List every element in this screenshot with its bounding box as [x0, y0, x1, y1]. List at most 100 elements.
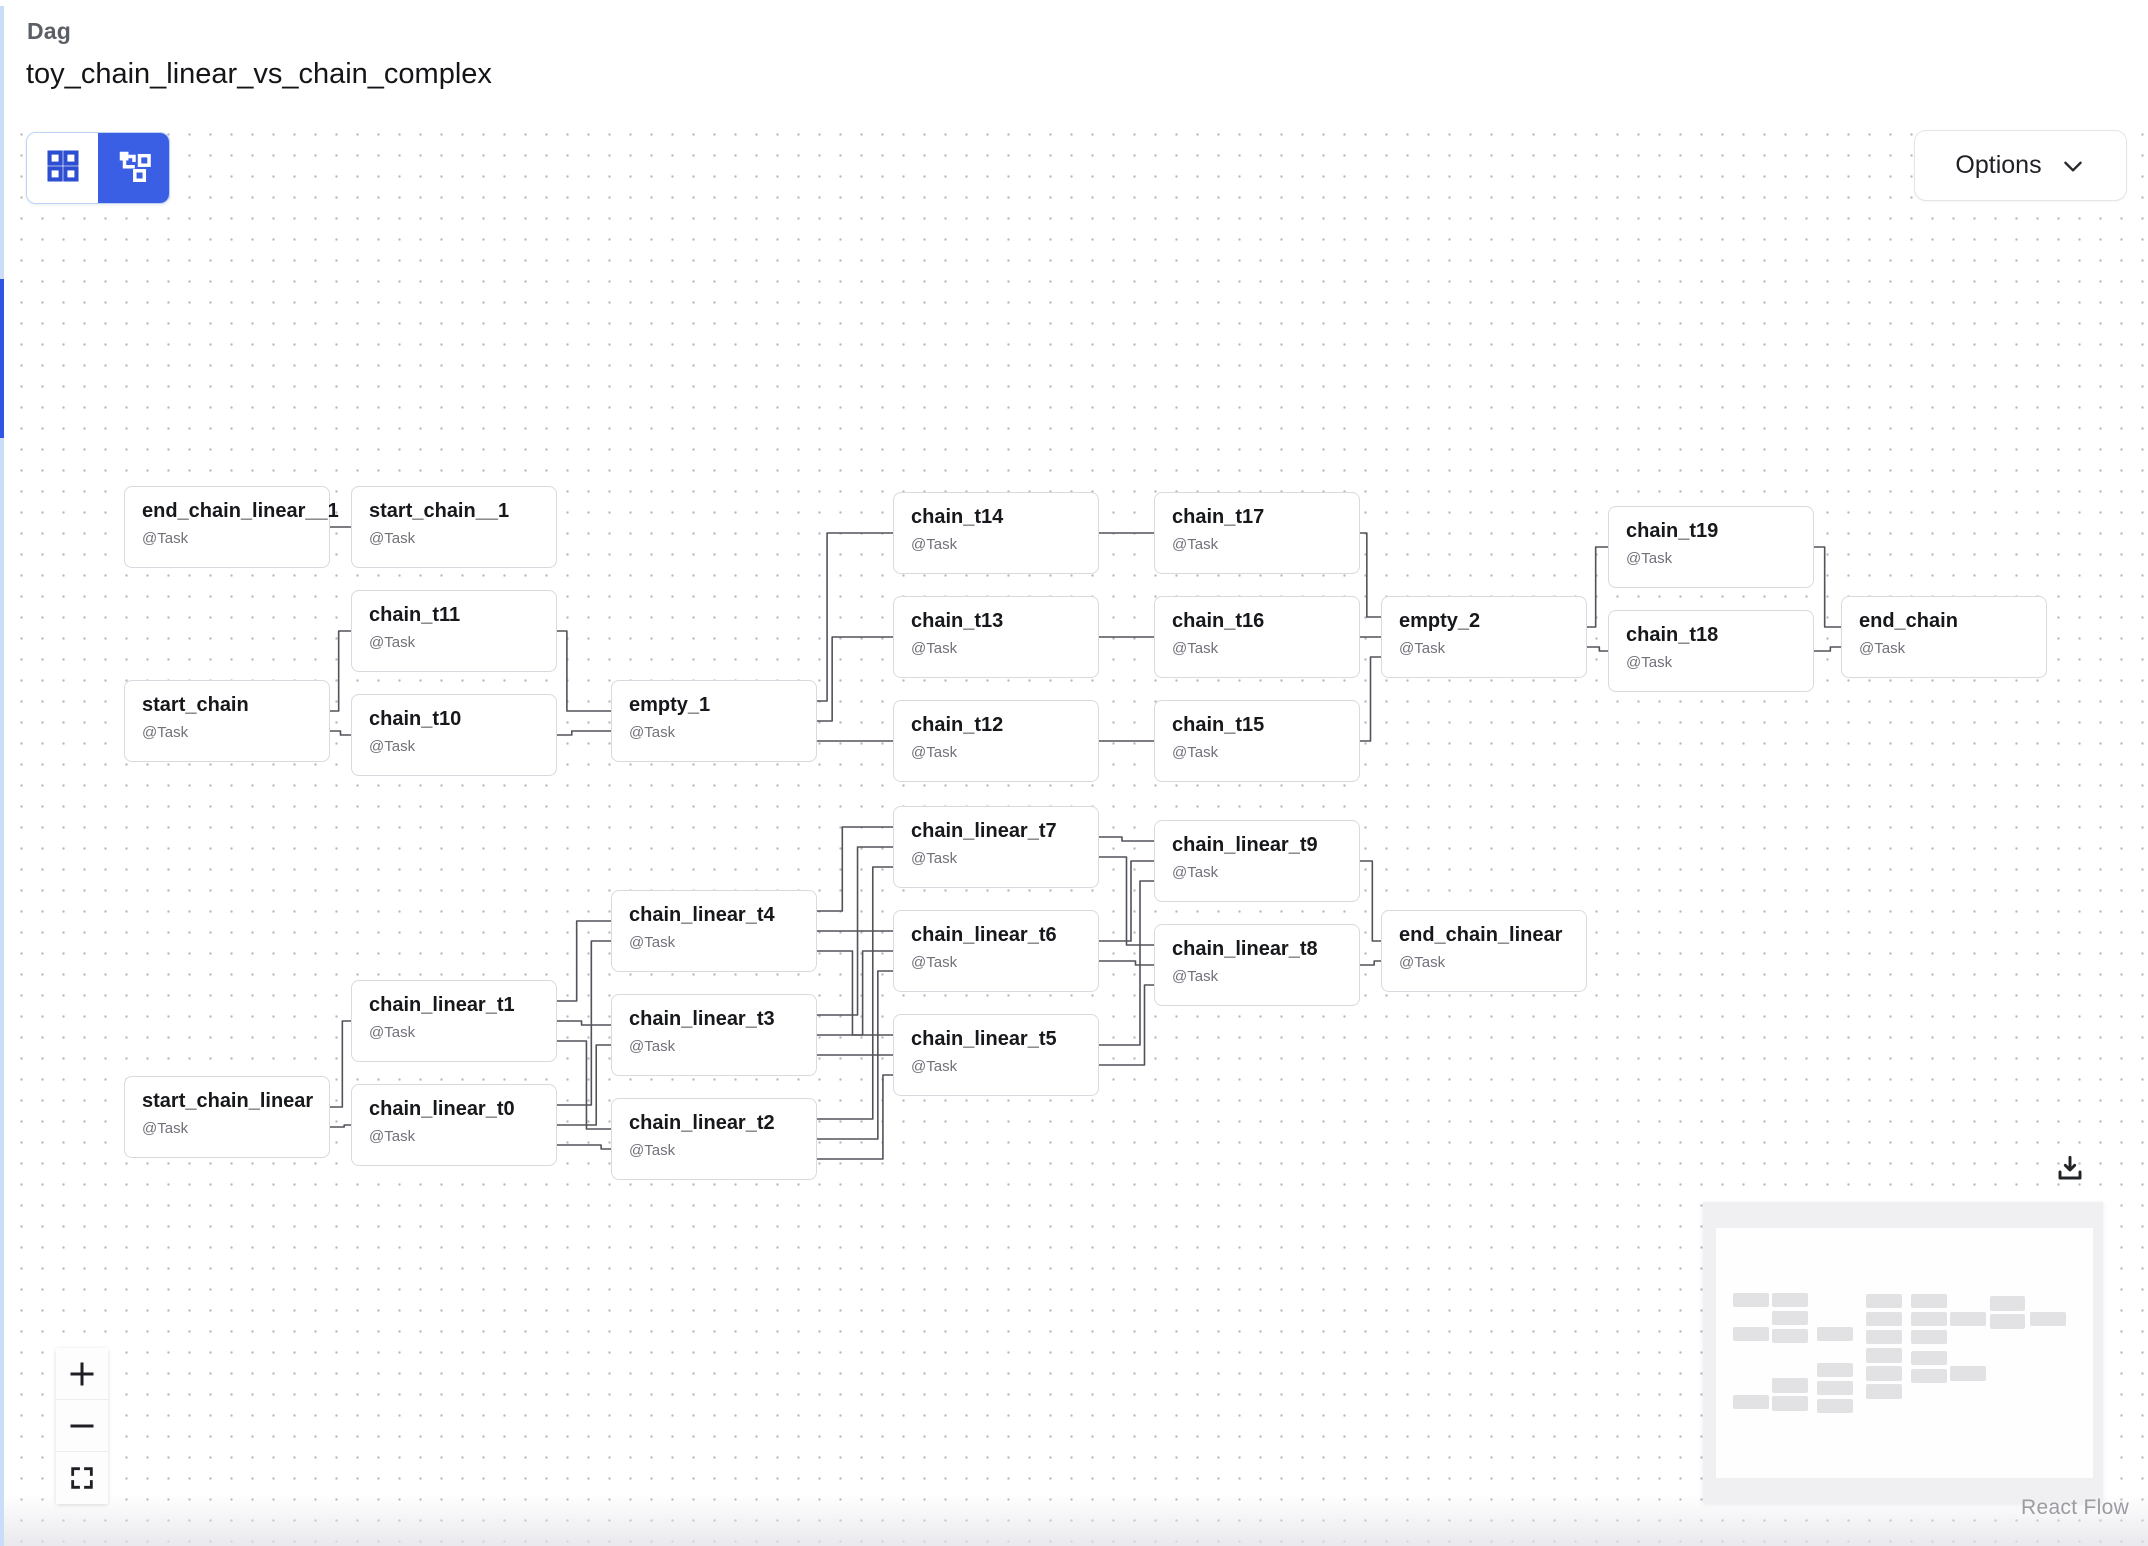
task-node-title: chain_linear_t6	[911, 924, 1057, 946]
task-node-chain_t17[interactable]: chain_t17 @Task	[1154, 492, 1360, 574]
task-node-chain_t14[interactable]: chain_t14@Task	[893, 492, 1099, 574]
task-node-chain_t16[interactable]: chain_t16@Task	[1154, 596, 1360, 678]
options-button[interactable]: Options	[1914, 130, 2127, 201]
minimap-node	[1866, 1312, 1902, 1327]
options-button-label: Options	[1955, 151, 2042, 179]
chevron-down-icon	[2063, 161, 2082, 172]
task-node-chain_linear_t5[interactable]: chain_linear_t5 @Task	[893, 1014, 1099, 1096]
task-node-subtitle: @Task	[1626, 550, 1673, 567]
fit-view-button[interactable]	[56, 1452, 108, 1504]
task-node-title: start_chain_linear	[142, 1090, 314, 1112]
minimap-node	[1733, 1293, 1769, 1308]
task-node-chain_linear_t9[interactable]: chain_linear_t9@Task	[1154, 820, 1360, 902]
minus-icon	[70, 1424, 94, 1427]
task-node-end_chain[interactable]: end_chain@Task	[1841, 596, 2047, 678]
task-node-empty_1[interactable]: empty_1@Task	[611, 680, 817, 762]
task-node-empty_2[interactable]: empty_2@Task	[1381, 596, 1587, 678]
task-node-subtitle: @Task	[629, 1038, 676, 1055]
task-node-title: chain_linear_t1	[369, 994, 515, 1016]
graph-view-button[interactable]	[98, 133, 169, 203]
task-node-chain_t12[interactable]: chain_t12@Task	[893, 700, 1099, 782]
task-node-title: chain_linear_t0	[369, 1098, 515, 1120]
minimap-node	[2030, 1312, 2066, 1327]
task-node-title: empty_1	[629, 694, 711, 716]
minimap-node	[1866, 1366, 1902, 1381]
zoom-in-button[interactable]	[56, 1348, 108, 1400]
minimap-node	[1911, 1294, 1947, 1309]
download-image-button[interactable]	[2048, 1146, 2092, 1190]
minimap[interactable]	[1703, 1202, 2103, 1503]
task-node-subtitle: @Task	[1626, 654, 1673, 671]
card-view-button[interactable]	[27, 133, 98, 203]
task-node-chain_t11[interactable]: chain_t11@Task	[351, 590, 557, 672]
minimap-node	[1866, 1330, 1902, 1345]
task-node-chain_linear_t6[interactable]: chain_linear_t6@Task	[893, 910, 1099, 992]
task-node-chain_t15[interactable]: chain_t15 @Task	[1154, 700, 1360, 782]
left-scrollbar-track[interactable]	[0, 6, 4, 1546]
task-node-subtitle: @Task	[1172, 536, 1219, 553]
task-node-title: chain_t17	[1172, 506, 1265, 528]
minimap-node	[1772, 1293, 1808, 1308]
minimap-node	[1989, 1314, 2026, 1329]
task-node-title: chain_t18	[1626, 624, 1719, 646]
task-node-chain_linear_t2[interactable]: chain_linear_t2@Task	[611, 1098, 817, 1180]
task-node-subtitle: @Task	[629, 934, 676, 951]
task-node-subtitle: @Task	[911, 640, 958, 657]
task-node-title: chain_t15	[1172, 714, 1265, 736]
task-node-chain_t18[interactable]: chain_t18 @Task	[1608, 610, 1814, 692]
task-node-subtitle: @Task	[1172, 968, 1219, 985]
dag-name-title: toy_chain_linear_vs_chain_complex	[26, 58, 492, 90]
task-node-title: chain_linear_t5	[911, 1028, 1057, 1050]
task-node-subtitle: @Task	[911, 1058, 958, 1075]
task-node-chain_linear_t3[interactable]: chain_linear_t3@Task	[611, 994, 817, 1076]
task-node-chain_linear_t4[interactable]: chain_linear_t4 @Task	[611, 890, 817, 972]
view-toggle-group	[26, 132, 170, 204]
task-node-start_chain_linear[interactable]: start_chain_linear@Task	[124, 1076, 330, 1158]
workflow-icon	[115, 147, 153, 190]
minimap-viewport	[1716, 1228, 2093, 1478]
task-node-end_chain_linear__1[interactable]: end_chain_linear__1@Task	[124, 486, 339, 568]
task-node-title: chain_linear_t7	[911, 820, 1057, 842]
task-node-title: chain_linear_t9	[1172, 834, 1318, 856]
left-scrollbar-thumb[interactable]	[0, 279, 4, 438]
grid-icon	[44, 147, 82, 190]
task-node-chain_t10[interactable]: chain_t10@Task	[351, 694, 557, 776]
task-node-chain_linear_t7[interactable]: chain_linear_t7@Task	[893, 806, 1099, 888]
task-node-start_chain__1[interactable]: start_chain__1 @Task	[351, 486, 557, 568]
minimap-node	[1817, 1326, 1853, 1341]
download-icon	[2058, 1155, 2082, 1180]
minimap-node	[1866, 1348, 1902, 1363]
task-node-chain_linear_t0[interactable]: chain_linear_t0@Task	[351, 1084, 557, 1166]
minimap-node	[1911, 1312, 1947, 1327]
minimap-node	[1950, 1366, 1987, 1381]
task-node-title: end_chain	[1859, 610, 1958, 632]
task-node-subtitle: @Task	[369, 1024, 416, 1041]
task-node-chain_linear_t1[interactable]: chain_linear_t1 @Task	[351, 980, 557, 1062]
task-node-title: chain_t19	[1626, 520, 1719, 542]
task-node-title: chain_linear_t8	[1172, 938, 1318, 960]
task-node-subtitle: @Task	[1172, 744, 1219, 761]
page-section-label: Dag	[27, 18, 72, 44]
minimap-node	[1950, 1312, 1987, 1327]
minimap-node	[1866, 1384, 1902, 1399]
task-node-subtitle: @Task	[369, 738, 416, 755]
minimap-node	[1911, 1330, 1947, 1345]
task-node-title: chain_linear_t4	[629, 904, 775, 926]
task-node-chain_linear_t8[interactable]: chain_linear_t8 @Task	[1154, 924, 1360, 1006]
task-node-title: start_chain__1	[369, 500, 510, 522]
minimap-node	[1817, 1380, 1853, 1396]
task-node-title: chain_t13	[911, 610, 1004, 632]
task-node-subtitle: @Task	[142, 530, 189, 547]
task-node-start_chain[interactable]: start_chain@Task	[124, 680, 330, 762]
zoom-out-button[interactable]	[56, 1400, 108, 1452]
task-node-chain_t19[interactable]: chain_t19 @Task	[1608, 506, 1814, 588]
task-node-chain_t13[interactable]: chain_t13 @Task	[893, 596, 1099, 678]
task-node-subtitle: @Task	[911, 744, 958, 761]
task-node-end_chain_linear[interactable]: end_chain_linear@Task	[1381, 910, 1587, 992]
minimap-node	[1772, 1378, 1808, 1393]
minimap-node	[1772, 1328, 1808, 1344]
task-node-subtitle: @Task	[369, 530, 416, 547]
zoom-controls	[56, 1348, 108, 1504]
task-node-subtitle: @Task	[1399, 954, 1446, 971]
